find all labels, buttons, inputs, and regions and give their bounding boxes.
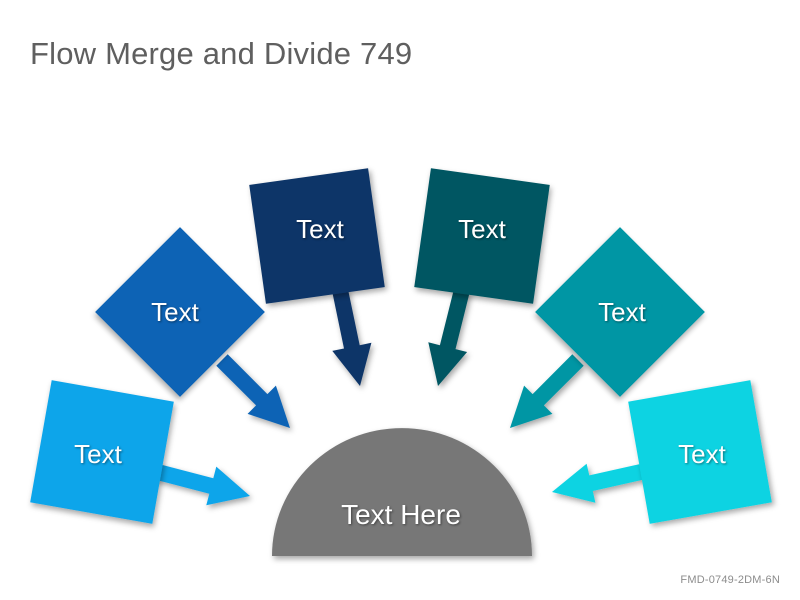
- slide-code: FMD-0749-2DM-6N: [680, 574, 780, 586]
- arrow-3: [332, 288, 372, 386]
- box-4: [414, 168, 550, 304]
- box-4-label: Text: [458, 214, 506, 244]
- box-1: [30, 380, 174, 524]
- hub-semicircle: [272, 428, 532, 556]
- arrow-6: [552, 462, 652, 503]
- arrow-4: [428, 288, 470, 386]
- arrow-2: [216, 354, 290, 428]
- box-6: [628, 380, 772, 524]
- box-5-label: Text: [598, 297, 646, 327]
- arrow-5: [510, 354, 584, 428]
- box-6-label: Text: [678, 439, 726, 469]
- box-3: [249, 168, 385, 304]
- box-1-label: Text: [74, 439, 122, 469]
- box-2-label: Text: [151, 297, 199, 327]
- hub-label: Text Here: [341, 499, 461, 530]
- page-title: Flow Merge and Divide 749: [30, 36, 413, 71]
- box-5: [535, 227, 705, 397]
- arrow-1: [148, 462, 250, 506]
- box-3-label: Text: [296, 214, 344, 244]
